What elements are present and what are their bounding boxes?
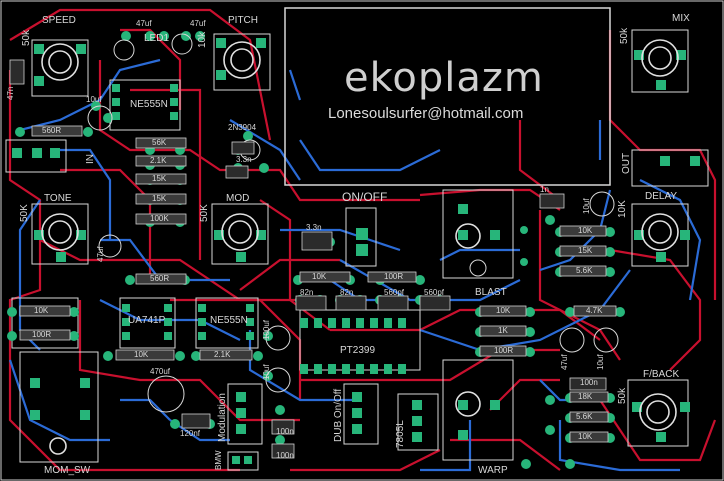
dub-label: DUB On/Off — [333, 388, 344, 442]
r-4k7: 4.7K — [586, 306, 603, 315]
c-3n3-center: 3.3n — [306, 223, 322, 232]
r-100r-right: 100R — [494, 346, 514, 355]
regulator-label: 7805L — [395, 420, 406, 448]
c-1n: 1n — [540, 185, 549, 194]
ceramic-caps — [9, 59, 607, 459]
silkscreen — [5, 7, 709, 471]
pot-value-pitch: 10k — [197, 31, 208, 48]
r-15k: 15K — [152, 174, 167, 183]
mom-sw-label: MOM_SW — [44, 465, 91, 476]
pads — [12, 38, 700, 464]
c-3n3-top: 3.3n — [236, 155, 252, 164]
r-5k6-b: 5.6K — [576, 412, 593, 421]
r-18k: 18K — [578, 392, 593, 401]
pot-value-delay: 10K — [617, 200, 628, 218]
c-470uf: 470uf — [150, 367, 171, 376]
c-47uf-tone: 47uf — [96, 246, 105, 262]
pot-shafts — [41, 39, 679, 455]
r-10k-blast: 10K — [496, 306, 511, 315]
pot-value-speed: 50k — [21, 29, 32, 46]
r-10k-center: 10K — [312, 272, 327, 281]
pot-value-mod: 50K — [199, 204, 210, 222]
pot-label-tone: TONE — [44, 193, 72, 204]
r-100r-left: 100R — [32, 330, 52, 339]
pot-value-mix: 50k — [619, 27, 630, 44]
c-100n-r: 100n — [580, 378, 598, 387]
out-label: OUT — [621, 152, 632, 174]
c-120nf: 120nf — [180, 429, 201, 438]
ic-pads — [112, 84, 406, 374]
in-label: IN — [85, 154, 96, 164]
pot-label-mod: MOD — [226, 193, 250, 204]
r-10k-r1: 10K — [578, 226, 593, 235]
pot-label-mix: MIX — [672, 13, 690, 24]
r-10k-bottom: 10K — [578, 432, 593, 441]
c-47uf-t2: 47uf — [190, 19, 206, 28]
pot-label-pitch: PITCH — [228, 15, 258, 26]
r-2k-mid: 2.1K — [214, 350, 231, 359]
warp-label: WARP — [478, 465, 508, 476]
blast-label: BLAST — [475, 287, 507, 298]
r-15k-b: 15K — [152, 194, 167, 203]
r-10k-left: 10K — [34, 306, 49, 315]
r-560r-left: 560R — [42, 126, 62, 135]
c-47n: 47n — [6, 86, 15, 100]
r-100k: 100K — [150, 214, 169, 223]
c-100n-a: 100n — [276, 427, 294, 436]
c-82n-b: 82n — [340, 288, 354, 297]
pot-label-speed: SPEED — [42, 15, 76, 26]
r-100r-center: 100R — [384, 272, 404, 281]
modulation-label: Modulation — [217, 393, 228, 442]
c-560pf-a: 560pf — [384, 288, 405, 297]
on-off-label: ON/OFF — [342, 190, 388, 204]
resistors — [19, 125, 617, 443]
pt2399-label: PT2399 — [340, 345, 376, 356]
bmw-label: BMW — [214, 450, 223, 470]
c-47uf-tl: 47uf — [136, 19, 152, 28]
pot-value-fback: 50k — [617, 387, 628, 404]
r-560r-mid: 560R — [150, 274, 170, 283]
c-10uf-b: 10uf — [262, 364, 271, 380]
r-1k: 1K — [498, 326, 508, 335]
c-100n-b: 100n — [276, 451, 294, 460]
r-56k: 56K — [152, 138, 167, 147]
c-47uf-r: 47uf — [560, 354, 569, 370]
r-15k-r2: 15K — [578, 246, 593, 255]
ne555-top-label: NE555N — [130, 99, 168, 110]
author-email: Lonesoulsurfer@hotmail.com — [328, 105, 524, 122]
c-10uf: 10uf — [86, 95, 102, 104]
board-logo: ekoplazm — [344, 55, 544, 101]
r-5k6: 5.6K — [576, 266, 593, 275]
ua741-label: UA741P — [128, 315, 166, 326]
r-10k-mid: 10K — [134, 350, 149, 359]
pot-label-fback: F/BACK — [643, 369, 680, 380]
ne555-bottom-label: NE555N — [210, 315, 248, 326]
transistor-label: 2N3904 — [228, 123, 257, 132]
c-100uf: 100uf — [262, 319, 271, 340]
led-label: LED1 — [144, 33, 170, 44]
c-560pf-b: 560pf — [424, 288, 445, 297]
c-10uf-r: 10uf — [596, 354, 605, 370]
c-82n-a: 82n — [300, 288, 314, 297]
pot-value-tone: 50K — [19, 204, 30, 222]
c-10uf-delay: 10uf — [582, 198, 591, 214]
r-2k1: 2.1K — [150, 156, 167, 165]
pot-label-delay: DELAY — [645, 191, 678, 202]
